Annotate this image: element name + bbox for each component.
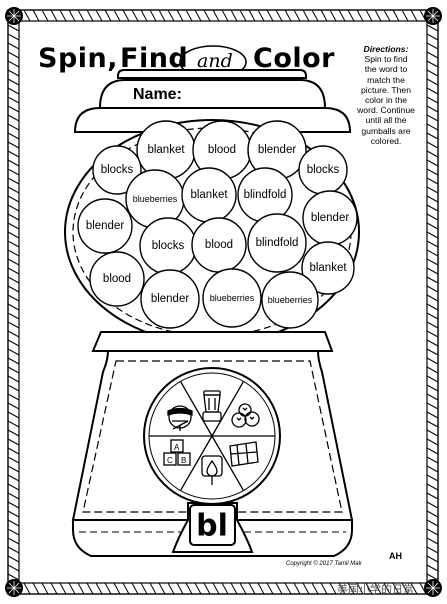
gumball[interactable] xyxy=(77,198,133,254)
directions-line: until all the xyxy=(365,115,407,126)
title-and: and xyxy=(197,50,233,72)
svg-text:C: C xyxy=(167,456,173,465)
gumball-word: blanket xyxy=(190,189,228,201)
gumball[interactable] xyxy=(247,213,307,273)
blueberries-icon xyxy=(231,403,260,428)
blend-label: bl xyxy=(196,508,228,544)
gumball-word: blueberries xyxy=(132,194,178,204)
gumball[interactable] xyxy=(140,269,200,329)
gumball-word: blocks xyxy=(151,240,185,252)
machine-neck xyxy=(91,331,334,352)
gumball-word: blindfold xyxy=(255,237,299,249)
directions-line: picture. Then xyxy=(360,84,411,95)
watermark-text: 美国小学的日常 xyxy=(337,584,414,596)
title-find: Find xyxy=(120,43,189,74)
gumball-word: blocks xyxy=(306,164,340,176)
author-initials: AH xyxy=(389,551,402,561)
svg-text:A: A xyxy=(174,443,180,452)
gumball-word: blender xyxy=(257,144,297,156)
gumball[interactable] xyxy=(261,271,319,329)
directions-line: gumballs are xyxy=(361,125,411,136)
directions-line: the word to xyxy=(364,64,408,75)
title-spin: Spin, xyxy=(38,43,119,74)
title-color: Color xyxy=(253,43,335,74)
gumball-word: blender xyxy=(150,293,190,305)
gumball-word: blindfold xyxy=(243,189,287,201)
gumball[interactable] xyxy=(301,241,355,295)
gumball-chute xyxy=(171,502,254,553)
directions-line: match the xyxy=(367,74,405,85)
svg-text:B: B xyxy=(181,456,186,465)
spinner-wheel[interactable] xyxy=(143,367,281,505)
gumball-word: blanket xyxy=(309,262,347,274)
machine-lid xyxy=(73,69,352,133)
gumball-word: blueberries xyxy=(267,295,313,305)
gumball-word: blocks xyxy=(100,164,134,176)
blender-icon xyxy=(202,390,222,422)
gumball[interactable] xyxy=(89,251,145,307)
copyright-text: Copyright © 2017 Tamil Mak xyxy=(286,561,362,567)
directions-line: Spin to find xyxy=(364,54,408,65)
gumball-word: blueberries xyxy=(209,293,255,303)
blood-icon xyxy=(201,455,223,485)
gumball-word: blood xyxy=(102,273,132,285)
blanket-icon xyxy=(229,441,259,467)
blindfold-icon xyxy=(167,405,193,431)
gumball-word: blanket xyxy=(147,144,185,156)
page-border xyxy=(7,9,439,595)
gumball-word: blood xyxy=(204,239,234,251)
gumball-circles xyxy=(77,120,358,329)
directions-heading: Directions: xyxy=(363,44,409,54)
name-label: Name: xyxy=(133,86,182,103)
directions-line: color in the xyxy=(364,95,408,106)
gumball[interactable] xyxy=(92,145,142,195)
gumball-word: blender xyxy=(310,212,350,224)
directions-line: word. Continue xyxy=(357,105,415,116)
directions-line: colored. xyxy=(370,135,402,146)
gumball-word: blender xyxy=(85,220,125,232)
gumball[interactable] xyxy=(202,268,262,328)
gumball-word: blood xyxy=(207,144,237,156)
